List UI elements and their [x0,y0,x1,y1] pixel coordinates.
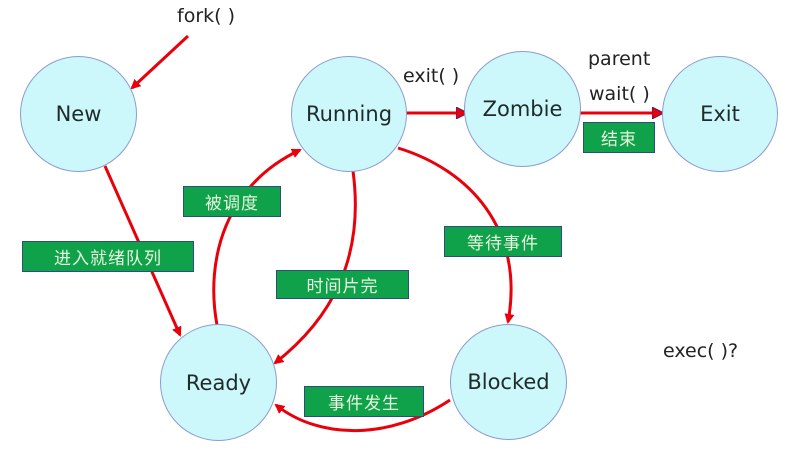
exec-question-label: exec( )? [663,340,739,362]
parent-label: parent [588,48,651,70]
state-zombie: Zombie [464,51,581,167]
arrow-ready-to-running [212,148,302,326]
arrow-running-to-blocked [397,146,515,324]
tag-enter-ready-queue: 进入就绪队列 [22,241,194,272]
tag-wait-event: 等待事件 [444,226,562,257]
wait-call-label: wait( ) [589,83,650,105]
state-ready: Ready [160,324,277,441]
state-running: Running [291,56,407,172]
tag-time-slice-done: 时间片完 [276,270,409,299]
state-blocked: Blocked [450,324,567,440]
state-ready-label: Ready [185,370,252,395]
arrow-blocked-to-ready [274,398,451,433]
fork-call-label: fork( ) [177,5,235,27]
exit-call-label: exit( ) [403,65,460,87]
arrow-fork-to-new [130,34,190,90]
state-zombie-label: Zombie [482,97,563,121]
state-exit: Exit [662,56,778,172]
tag-finish: 结束 [583,122,655,153]
state-running-label: Running [305,102,393,126]
state-exit-label: Exit [700,102,740,126]
state-new-label: New [55,102,102,126]
state-blocked-label: Blocked [467,370,550,394]
state-new: New [20,56,137,172]
tag-scheduled: 被调度 [183,186,281,217]
tag-event-occurs: 事件发生 [304,386,424,417]
arrow-running-to-ready [273,170,357,365]
